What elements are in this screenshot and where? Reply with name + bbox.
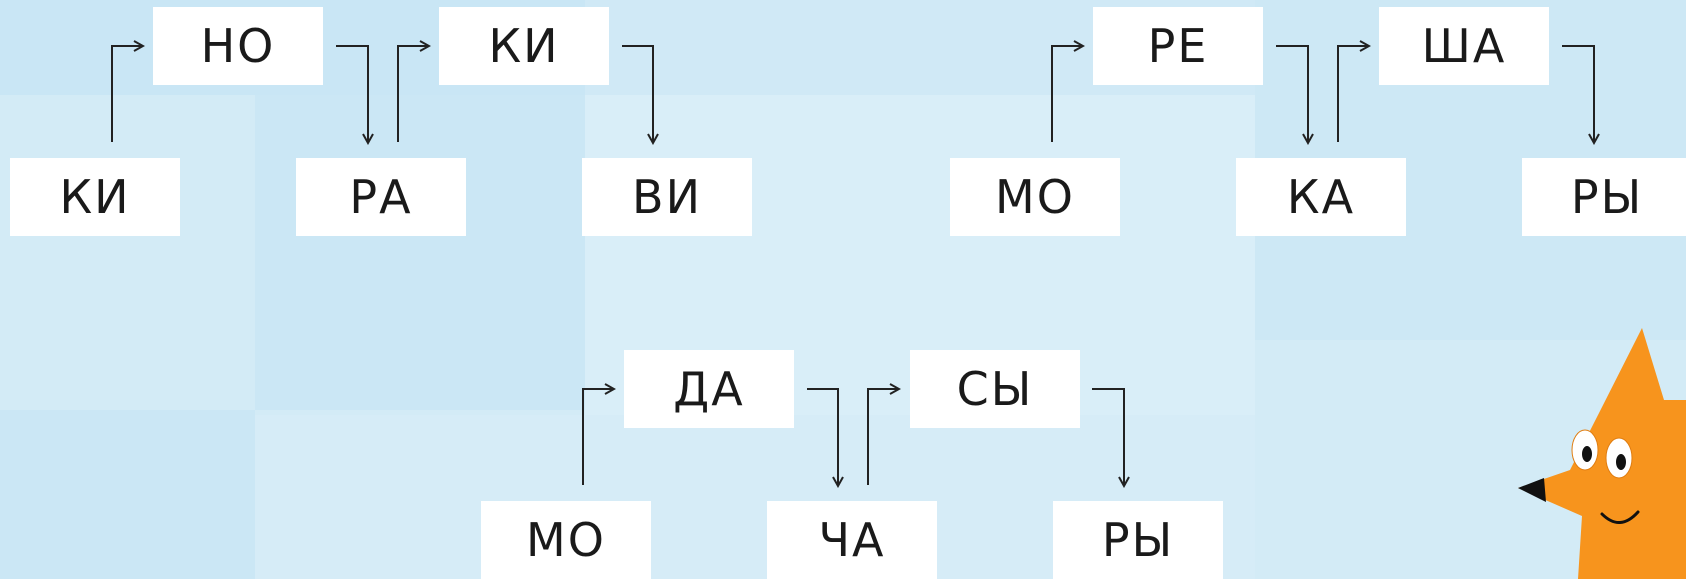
arrow-down: [1562, 45, 1594, 143]
syllable-box-top: ДА: [624, 350, 794, 428]
arrow-down: [807, 388, 838, 486]
arrow-down: [336, 45, 368, 143]
syllable-box-bottom: РЫ: [1522, 158, 1686, 236]
arrow-up: [867, 389, 899, 485]
syllable-text: КИ: [488, 19, 560, 73]
syllable-box-bottom: МО: [481, 501, 651, 579]
syllable-text: ЧА: [818, 513, 886, 567]
background-tile: [0, 95, 255, 410]
arrow-up: [1337, 46, 1369, 142]
syllable-box-bottom: РА: [296, 158, 466, 236]
syllable-box-bottom: КА: [1236, 158, 1406, 236]
syllable-box-top: КИ: [439, 7, 609, 85]
syllable-text: КИ: [59, 170, 131, 224]
arrow-down: [1276, 45, 1308, 143]
arrow-up: [111, 46, 143, 142]
syllable-box-bottom: ВИ: [582, 158, 752, 236]
orange-fox-star-mascot-icon: [1518, 328, 1686, 579]
syllable-box-bottom: МО: [950, 158, 1120, 236]
syllable-text: РЫ: [1101, 513, 1175, 567]
syllable-box-bottom: КИ: [10, 158, 180, 236]
syllable-box-top: РЕ: [1093, 7, 1263, 85]
background-tile: [0, 410, 255, 579]
syllable-text: ВИ: [632, 170, 702, 224]
arrow-up: [1051, 46, 1083, 142]
arrow-up: [397, 46, 429, 142]
background-tile: [255, 95, 585, 410]
syllable-text: НО: [200, 19, 276, 73]
arrow-down: [622, 45, 653, 143]
syllable-text: ДА: [673, 362, 745, 416]
syllable-text: ША: [1421, 19, 1507, 73]
arrow-down: [1092, 388, 1124, 486]
syllable-text: РА: [349, 170, 413, 224]
syllable-box-top: ША: [1379, 7, 1549, 85]
syllable-text: КА: [1286, 170, 1356, 224]
syllable-text: РЫ: [1570, 170, 1644, 224]
syllable-box-bottom: РЫ: [1053, 501, 1223, 579]
arrow-up: [582, 389, 614, 485]
syllable-text: МО: [995, 170, 1075, 224]
syllable-box-top: СЫ: [910, 350, 1080, 428]
syllable-text: СЫ: [956, 362, 1034, 416]
syllable-text: РЕ: [1147, 19, 1209, 73]
syllable-text: МО: [526, 513, 606, 567]
syllable-box-top: НО: [153, 7, 323, 85]
syllable-box-bottom: ЧА: [767, 501, 937, 579]
